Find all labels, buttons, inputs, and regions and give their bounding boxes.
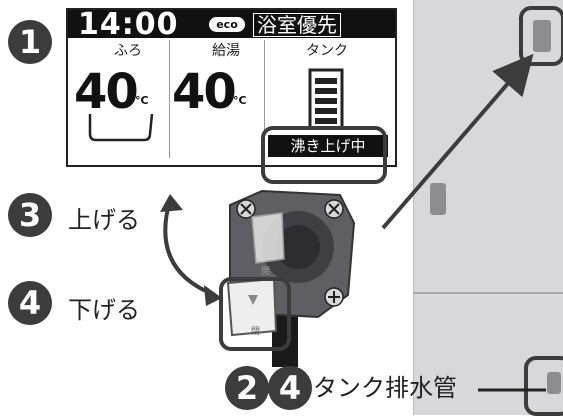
divider <box>169 40 170 158</box>
hot-water-temp-unit: °C <box>233 94 247 107</box>
display-header: 14:00 eco 浴室優先 <box>68 7 395 42</box>
upper-highlight <box>519 6 563 66</box>
clock-time: 14:00 <box>78 7 179 42</box>
step-4-badge-bottom: 4 <box>268 366 312 410</box>
step-1-badge: 1 <box>8 20 52 64</box>
bath-temp: 40 <box>74 64 139 120</box>
raise-label: 上げる <box>68 206 140 234</box>
status-highlight <box>261 126 387 184</box>
middle-handle <box>430 183 446 215</box>
tank-icon <box>308 68 344 130</box>
valve-tag-upper: 閉 <box>261 267 271 277</box>
divider <box>264 40 265 158</box>
step-4-badge: 4 <box>8 281 52 325</box>
drain-pipe-port <box>547 372 561 394</box>
step-3-badge: 3 <box>8 193 52 237</box>
valve-tag-lower: 閉 <box>251 327 261 337</box>
drain-valve-illustration <box>226 189 356 367</box>
remote-display: 14:00 eco 浴室優先 ふろ 給湯 タンク 40 °C 40 °C 沸き上… <box>66 7 397 167</box>
heating-status: 沸き上げ中 <box>268 135 388 157</box>
bath-label: ふろ <box>114 43 142 59</box>
hot-water-label: 給湯 <box>212 43 240 59</box>
lower-label: 下げる <box>68 296 140 324</box>
mode-label: 浴室優先 <box>253 13 341 37</box>
upper-valve-indicator <box>533 20 551 52</box>
unit-seam <box>414 292 563 294</box>
tank-unit <box>413 0 563 415</box>
tank-label: タンク <box>306 43 348 59</box>
step-2-badge: 2 <box>225 366 269 410</box>
bath-temp-unit: °C <box>135 94 149 107</box>
drain-highlight <box>524 356 563 416</box>
bathtub-icon <box>88 113 154 142</box>
drain-pipe-label: タンク排水管 <box>313 374 457 402</box>
eco-badge: eco <box>209 17 245 32</box>
lever-highlight <box>219 277 291 351</box>
hot-water-temp: 40 <box>172 64 237 120</box>
